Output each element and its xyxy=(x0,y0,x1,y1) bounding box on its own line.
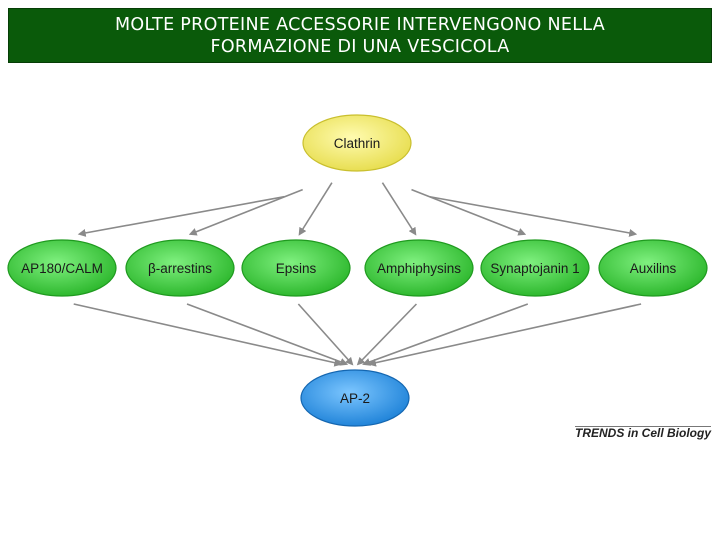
connector-auxilins-to-bottom xyxy=(367,303,642,367)
node-synaptojanin-1-shape xyxy=(480,239,590,297)
connector-top-to-amphiphysins xyxy=(381,182,417,236)
node-ap180-calm: AP180/CALM xyxy=(7,239,117,297)
node-arrestins-shape xyxy=(125,239,235,297)
node-ap-2: AP-2 xyxy=(300,369,410,427)
credit-rule xyxy=(575,426,711,427)
connector-ap180-calm-to-bottom xyxy=(73,303,343,367)
node-ap-2-label: AP-2 xyxy=(340,391,370,406)
node-epsins: Epsins xyxy=(241,239,351,297)
node-auxilins-shape xyxy=(598,239,708,297)
node-clathrin: Clathrin xyxy=(302,114,412,172)
node-epsins-label: Epsins xyxy=(276,261,317,276)
connector-epsins-to-bottom xyxy=(297,303,354,366)
node-amphiphysins: Amphiphysins xyxy=(364,239,474,297)
title-banner: MOLTE PROTEINE ACCESSORIE INTERVENGONO N… xyxy=(8,8,712,63)
connector-top-to-epsins xyxy=(298,182,333,236)
connector-top-to-arrestins xyxy=(188,188,303,236)
node-clathrin-shape xyxy=(302,114,412,172)
source-credit: TRENDS in Cell Biology xyxy=(575,426,712,440)
title-line-2: FORMAZIONE DI UNA VESCICOLA xyxy=(210,36,510,57)
connector-arrestins-to-bottom xyxy=(186,303,349,366)
node-ap180-calm-label: AP180/CALM xyxy=(21,261,103,276)
connector-top-to-auxilins xyxy=(429,195,638,237)
node-amphiphysins-label: Amphiphysins xyxy=(377,261,461,276)
node-synaptojanin-1-label: Synaptojanin 1 xyxy=(490,261,579,276)
connector-top-to-synaptojanin-1 xyxy=(411,188,527,236)
connector-amphiphysins-to-bottom xyxy=(356,303,418,366)
node-epsins-shape xyxy=(241,239,351,297)
node-amphiphysins-shape xyxy=(364,239,474,297)
connector-top-to-ap180-calm xyxy=(77,195,285,237)
node-auxilins: Auxilins xyxy=(598,239,708,297)
connector-lines xyxy=(73,182,642,367)
node-ap-2-shape xyxy=(300,369,410,427)
connector-synaptojanin-1-to-bottom xyxy=(362,303,529,366)
node-auxilins-label: Auxilins xyxy=(630,261,677,276)
title-line-1: MOLTE PROTEINE ACCESSORIE INTERVENGONO N… xyxy=(114,14,606,35)
node-arrestins-label: β-arrestins xyxy=(148,261,212,276)
node-arrestins: β-arrestins xyxy=(125,239,235,297)
node-clathrin-label: Clathrin xyxy=(334,136,381,151)
node-synaptojanin-1: Synaptojanin 1 xyxy=(480,239,590,297)
node-ap180-calm-shape xyxy=(7,239,117,297)
